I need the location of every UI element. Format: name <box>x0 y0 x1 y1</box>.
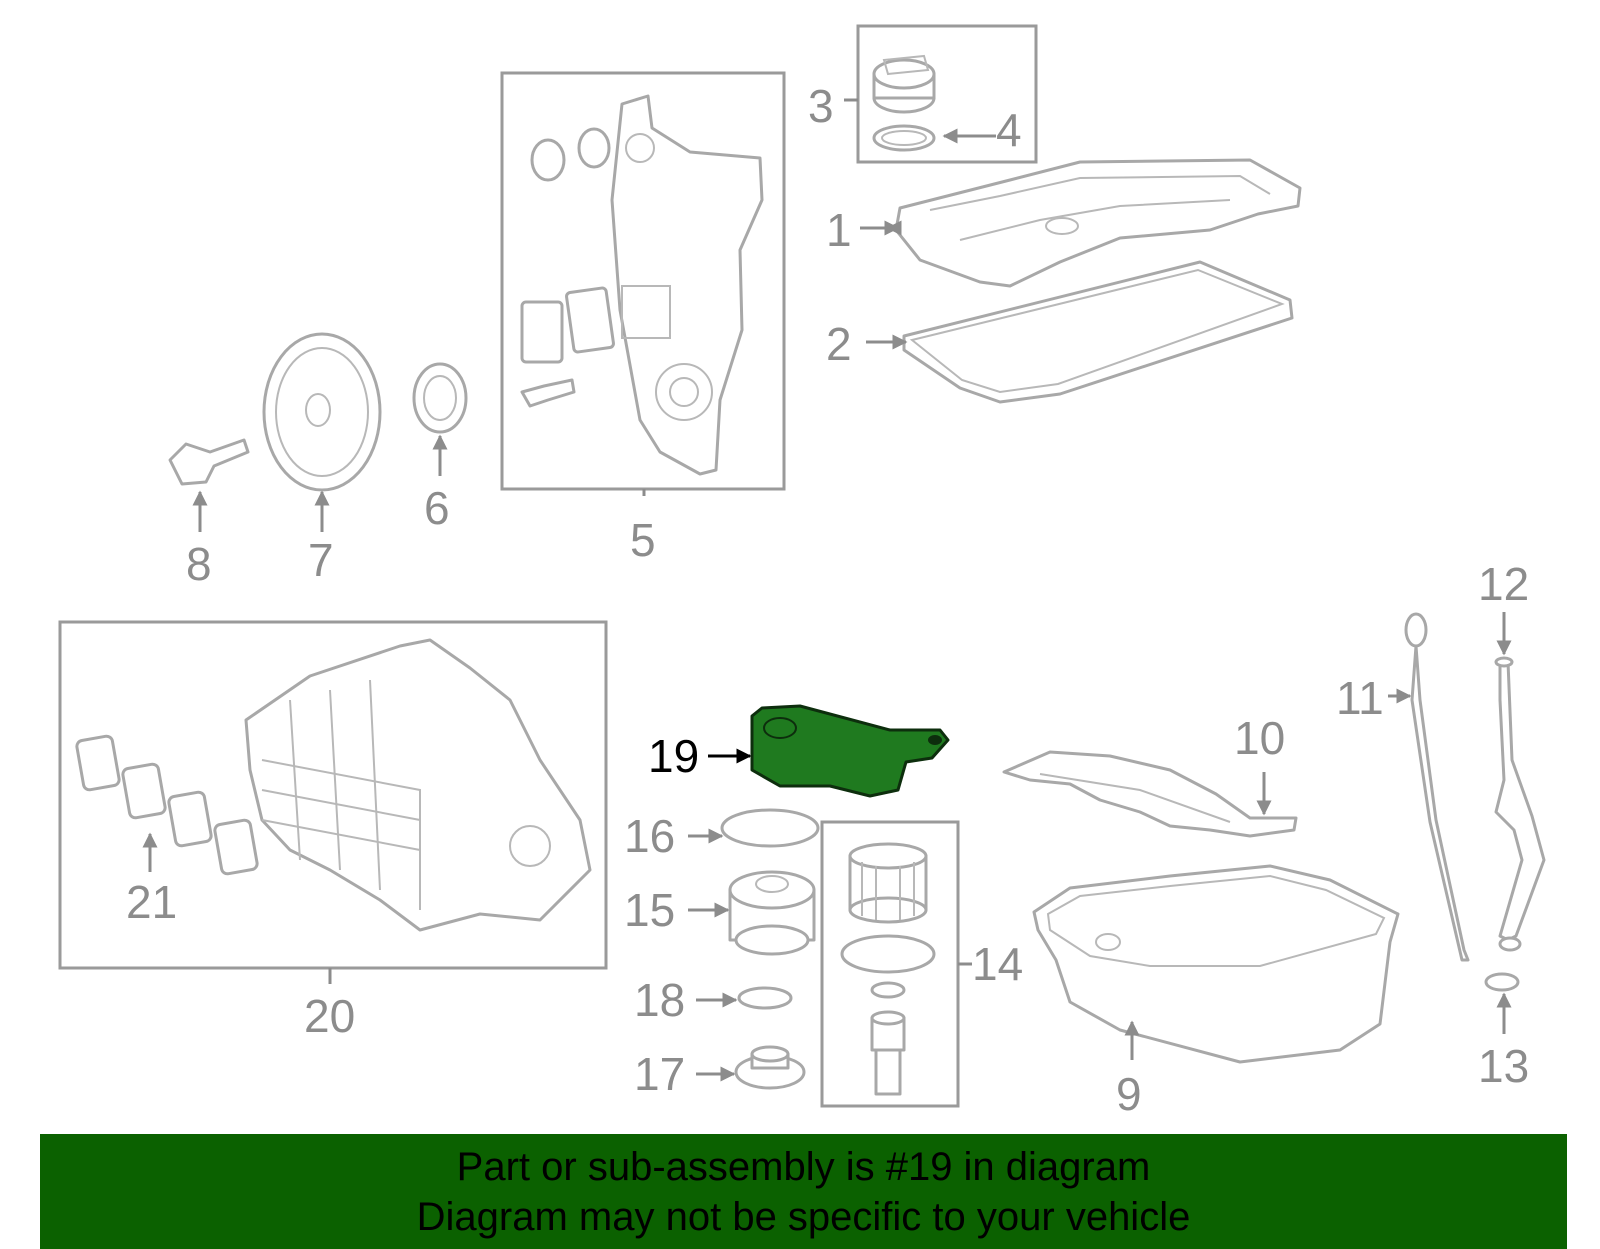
oil-filter-cap-part[interactable] <box>728 870 816 956</box>
filter-drain-plug-part[interactable] <box>734 1045 806 1090</box>
oil-cap-group-box <box>856 24 1038 164</box>
callout-11: 11 <box>1336 672 1384 724</box>
filter-small-oring-part[interactable] <box>870 981 906 999</box>
callout-9: 9 <box>1116 1068 1142 1120</box>
callout-10: 10 <box>1234 712 1285 764</box>
callout-7: 7 <box>308 534 334 586</box>
callout-6: 6 <box>424 482 450 534</box>
filter-drain-pipe-part[interactable] <box>870 1010 906 1096</box>
oil-pan-part[interactable] <box>1032 864 1400 1064</box>
callout-8: 8 <box>186 538 212 590</box>
dipstick-guide-oring-part[interactable] <box>1484 972 1520 992</box>
callout-12: 12 <box>1478 558 1529 610</box>
callout-20: 20 <box>304 990 355 1042</box>
dipstick-guide-part[interactable] <box>1494 656 1546 952</box>
info-banner: Part or sub-assembly is #19 in diagram D… <box>40 1134 1567 1249</box>
callout-5: 5 <box>630 514 656 566</box>
baffle-detail <box>1039 773 1231 823</box>
timing-cover-seal-part[interactable] <box>530 138 566 182</box>
crankshaft-pulley-part[interactable] <box>262 332 382 492</box>
filter-housing-oring-part[interactable] <box>720 808 820 848</box>
pulley-bolt-part[interactable] <box>168 438 250 486</box>
valve-cover-gasket-part[interactable] <box>902 260 1294 404</box>
valve-cover-gasket-inner <box>909 268 1285 394</box>
callout-18: 18 <box>634 974 685 1026</box>
oil-filter-element-part[interactable] <box>848 842 928 924</box>
callout-16: 16 <box>624 810 675 862</box>
timing-cover-gasket-right[interactable] <box>565 286 615 354</box>
intake-manifold-part[interactable] <box>244 638 592 932</box>
callout-13: 13 <box>1478 1040 1529 1092</box>
oil-cap-gasket-inner <box>881 130 927 146</box>
intake-manifold-group-box <box>58 620 608 970</box>
callout-3: 3 <box>808 80 834 132</box>
banner-line-1: Part or sub-assembly is #19 in diagram <box>456 1145 1151 1189</box>
callout-14: 14 <box>972 938 1023 990</box>
banner-line-2: Diagram may not be specific to your vehi… <box>416 1195 1191 1239</box>
filter-element-oring-part[interactable] <box>840 934 936 974</box>
callout-2: 2 <box>826 318 852 370</box>
oil-filler-cap-part[interactable] <box>872 54 936 114</box>
timing-chain-cover-part[interactable] <box>610 94 764 476</box>
drain-plug-washer-part[interactable] <box>737 986 793 1010</box>
callout-1: 1 <box>826 204 852 256</box>
callout-15: 15 <box>624 884 675 936</box>
timing-cover-bolt-part[interactable] <box>520 378 576 408</box>
oil-dipstick-part[interactable] <box>1404 612 1470 962</box>
timing-cover-gasket-left[interactable] <box>520 300 564 364</box>
timing-cover-oring-part[interactable] <box>577 127 611 169</box>
crankshaft-oil-seal-part[interactable] <box>412 362 468 434</box>
callout-19: 19 <box>648 730 699 782</box>
callout-4: 4 <box>996 104 1022 156</box>
oil-strainer-highlighted-part[interactable] <box>750 704 950 798</box>
callout-21: 21 <box>126 876 177 928</box>
intake-gasket-set-part[interactable] <box>75 734 259 876</box>
callout-17: 17 <box>634 1048 685 1100</box>
valve-cover-part[interactable] <box>894 158 1302 288</box>
